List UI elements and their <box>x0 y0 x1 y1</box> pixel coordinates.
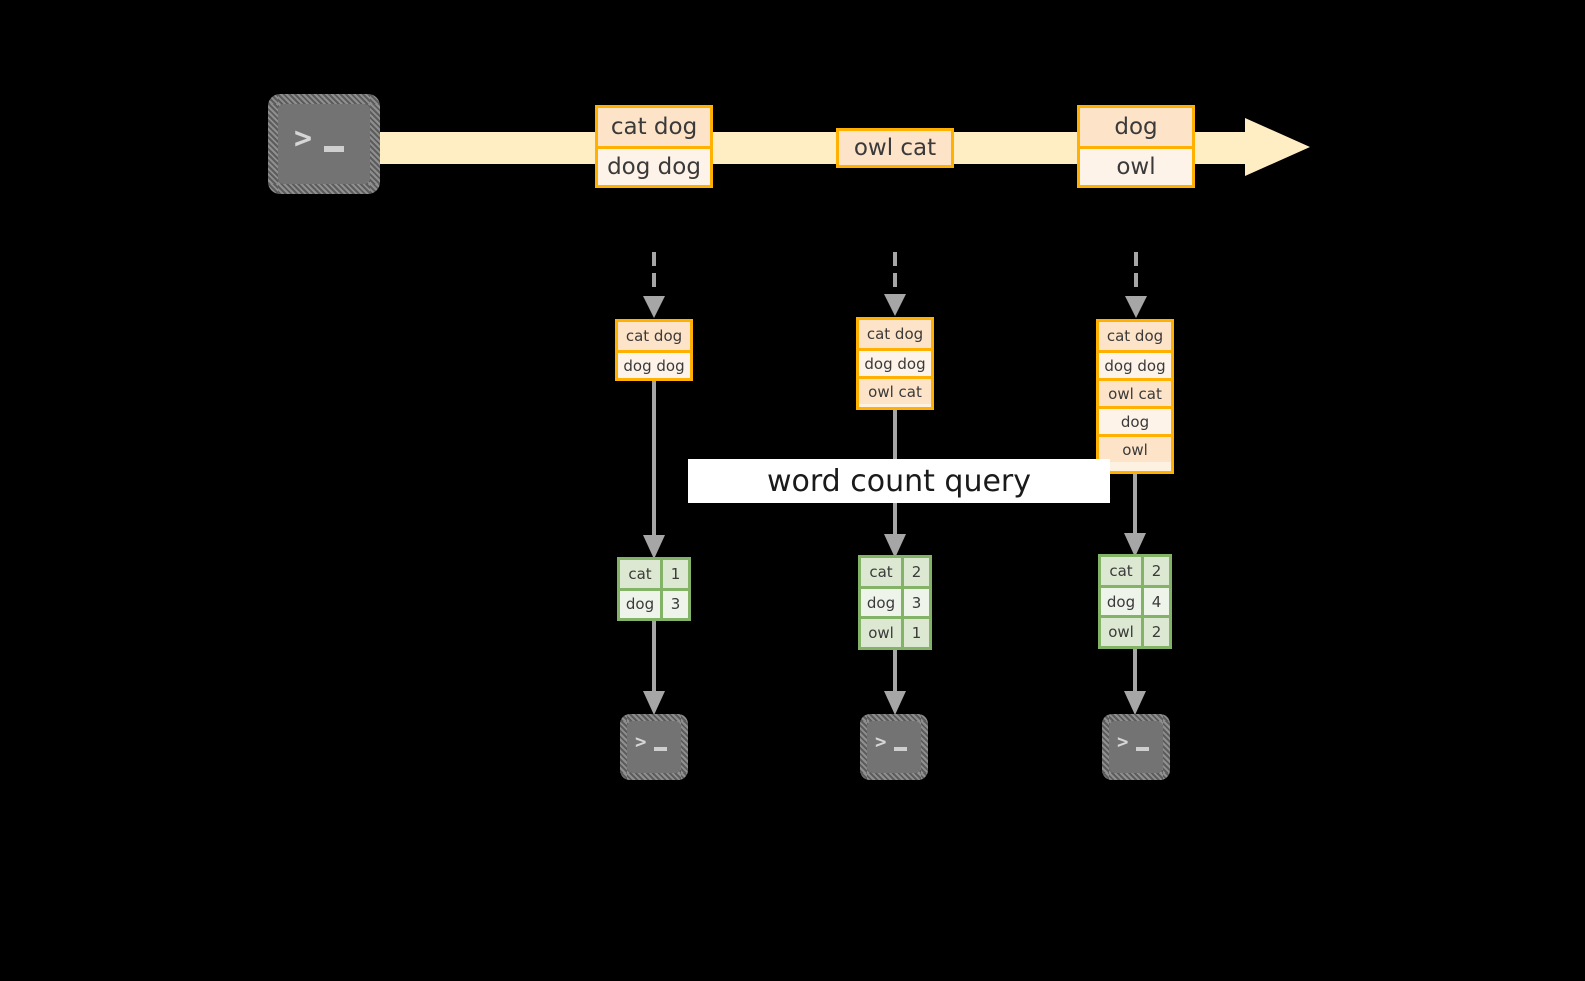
query-label: word count query <box>688 459 1110 503</box>
result-word-cell: dog <box>620 590 663 618</box>
result-count-cell: 3 <box>663 590 688 618</box>
table-row: dog 4 <box>1101 584 1169 616</box>
snapshot-3-input-log: cat dog dog dog owl cat dog owl <box>1096 319 1174 474</box>
snapshot-input-line: dog dog <box>1099 350 1171 378</box>
terminal-cursor <box>654 747 667 751</box>
result-count-cell: 1 <box>663 560 688 588</box>
snapshot-1-input-log: cat dog dog dog <box>615 319 693 381</box>
snapshot-input-line: cat dog <box>859 320 931 348</box>
snapshot-1-tap-arrow <box>643 252 665 318</box>
result-count-cell: 3 <box>904 588 929 617</box>
snapshot-3-tap-arrow <box>1125 252 1147 318</box>
terminal-cursor <box>1136 747 1149 751</box>
snapshot-2-result-table: cat 2 dog 3 owl 1 <box>858 555 932 650</box>
result-count-cell: 1 <box>904 619 929 648</box>
table-row: dog 3 <box>620 587 688 618</box>
result-word-cell: owl <box>1101 618 1144 647</box>
snapshot-input-line: dog <box>1099 406 1171 434</box>
table-row: cat 2 <box>1101 557 1169 585</box>
result-word-cell: dog <box>861 588 904 617</box>
stream-event-line: dog dog <box>598 146 710 185</box>
result-count-cell: 2 <box>904 558 929 586</box>
table-row: cat 2 <box>861 558 929 586</box>
result-word-cell: cat <box>620 560 663 588</box>
table-row: owl 2 <box>1101 615 1169 647</box>
terminal-cursor <box>894 747 907 751</box>
snapshot-1-sink-terminal-icon: > <box>620 714 688 780</box>
result-word-cell: cat <box>1101 557 1144 585</box>
snapshot-2-input-log: cat dog dog dog owl cat <box>856 317 934 410</box>
terminal-screen: > <box>627 721 681 773</box>
snapshot-input-line: owl <box>1099 434 1171 462</box>
result-word-cell: owl <box>861 619 904 648</box>
terminal-prompt-caret: > <box>1117 731 1129 753</box>
snapshot-input-line: dog dog <box>859 348 931 376</box>
table-row: cat 1 <box>620 560 688 588</box>
snapshot-3-result-table: cat 2 dog 4 owl 2 <box>1098 554 1172 649</box>
stream-event-line: owl cat <box>839 131 951 165</box>
terminal-prompt-caret: > <box>875 731 887 753</box>
snapshot-2-tap-arrow <box>884 252 906 316</box>
table-row: dog 3 <box>861 585 929 617</box>
result-count-cell: 2 <box>1144 557 1169 585</box>
snapshot-1-sink-arrow <box>643 621 665 715</box>
snapshot-2-sink-arrow <box>884 650 906 715</box>
result-word-cell: dog <box>1101 587 1144 616</box>
terminal-screen: > <box>1109 721 1163 773</box>
snapshot-2-sink-terminal-icon: > <box>860 714 928 780</box>
snapshot-1-result-table: cat 1 dog 3 <box>617 557 691 621</box>
snapshot-3-sink-arrow <box>1124 649 1146 715</box>
stream-event-group-2: owl cat <box>836 128 954 168</box>
table-row: owl 1 <box>861 616 929 648</box>
terminal-prompt-caret: > <box>635 731 647 753</box>
snapshot-input-line: cat dog <box>618 322 690 350</box>
snapshot-3-sink-terminal-icon: > <box>1102 714 1170 780</box>
snapshot-input-line: owl cat <box>1099 378 1171 406</box>
terminal-screen: > <box>278 104 370 184</box>
snapshot-3-query-arrow <box>1124 474 1146 557</box>
snapshot-input-line: owl cat <box>859 376 931 404</box>
terminal-prompt-caret: > <box>294 121 313 156</box>
stream-event-line: cat dog <box>598 108 710 146</box>
stream-event-group-1: cat dog dog dog <box>595 105 713 188</box>
snapshot-1-query-arrow <box>643 381 665 559</box>
terminal-cursor <box>324 146 344 152</box>
result-word-cell: cat <box>861 558 904 586</box>
result-count-cell: 2 <box>1144 618 1169 647</box>
stream-event-line: dog <box>1080 108 1192 146</box>
terminal-screen: > <box>867 721 921 773</box>
snapshot-input-line: cat dog <box>1099 322 1171 350</box>
stream-event-line: owl <box>1080 146 1192 185</box>
snapshot-input-line: dog dog <box>618 350 690 378</box>
result-count-cell: 4 <box>1144 587 1169 616</box>
source-terminal-icon: > <box>268 94 380 194</box>
stream-event-group-3: dog owl <box>1077 105 1195 188</box>
